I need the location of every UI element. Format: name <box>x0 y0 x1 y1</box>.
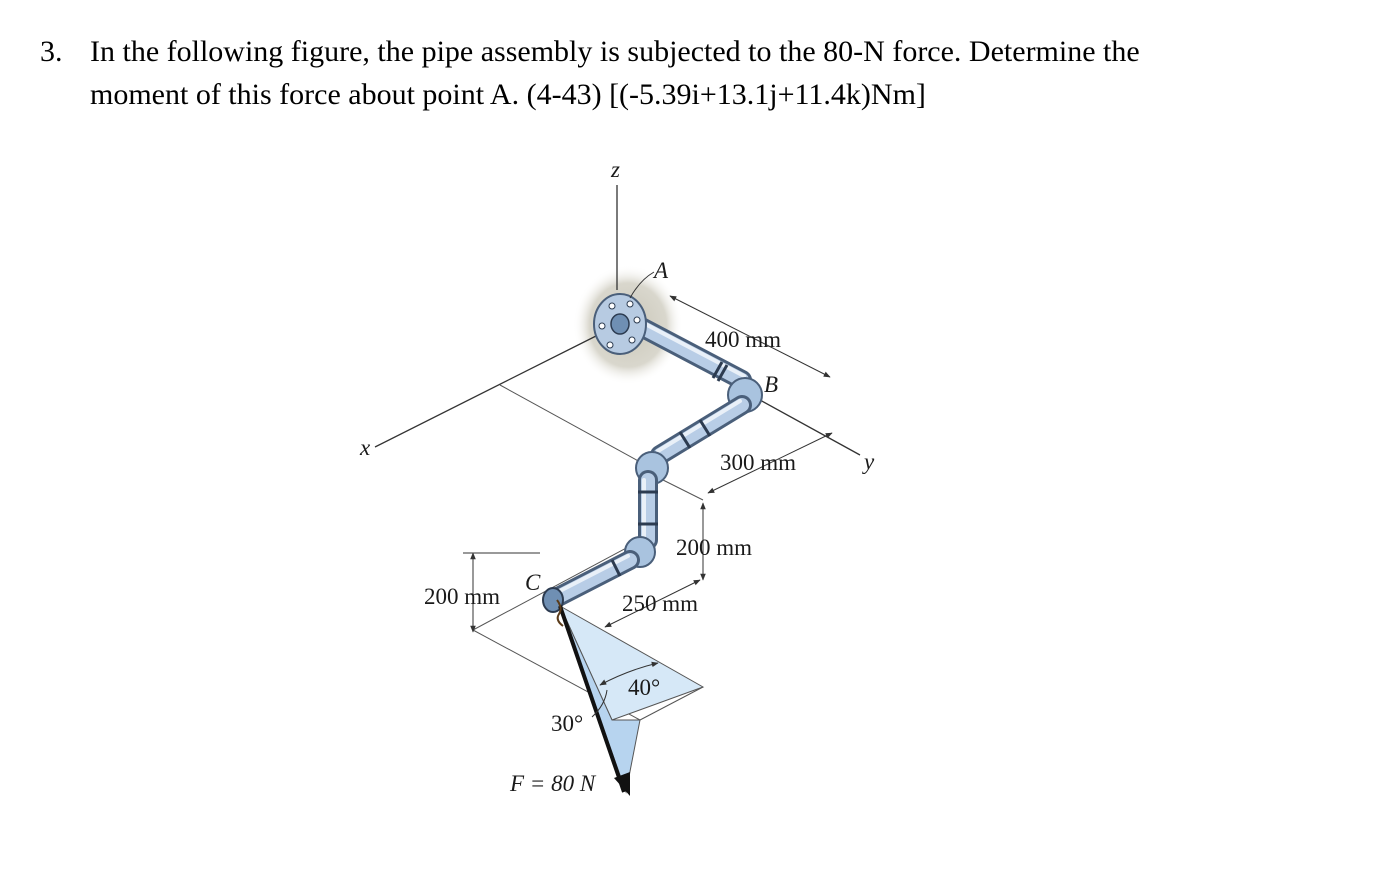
flange-a <box>593 293 647 355</box>
z-axis-label: z <box>610 157 620 182</box>
dim-400-line <box>669 295 831 378</box>
dimension-lines <box>463 295 833 633</box>
force-label: F = 80 N <box>509 771 597 796</box>
dim-300-label: 300 mm <box>720 450 796 475</box>
dim-250-label: 250 mm <box>622 591 698 616</box>
problem-text: In the following figure, the pipe assemb… <box>90 30 1340 116</box>
force-vector <box>556 599 630 796</box>
pipe-assembly <box>542 310 763 613</box>
problem-number: 3. <box>40 35 63 68</box>
arc-40 <box>599 661 659 686</box>
point-a-label: A <box>652 258 669 283</box>
leader-a <box>629 271 655 299</box>
dim-300-line <box>707 432 833 494</box>
angle-30-label: 30° <box>551 711 583 736</box>
x-axis-label: x <box>359 435 371 460</box>
problem-line-1: In the following figure, the pipe assemb… <box>90 35 1140 68</box>
dim-200-left-label: 200 mm <box>424 584 500 609</box>
dim-400-label: 400 mm <box>705 327 781 352</box>
dim-250-line <box>604 579 701 628</box>
arc-30 <box>591 689 608 718</box>
point-c-label: C <box>525 570 541 595</box>
angle-arcs <box>591 661 659 718</box>
dim-200-right-label: 200 mm <box>676 535 752 560</box>
problem-line-2: moment of this force about point A. (4-4… <box>90 78 926 111</box>
point-b-label: B <box>764 372 778 397</box>
pipe-end-c <box>542 587 564 613</box>
y-axis-label: y <box>862 449 875 474</box>
x-axis <box>374 334 599 448</box>
angle-40-label: 40° <box>628 675 660 700</box>
